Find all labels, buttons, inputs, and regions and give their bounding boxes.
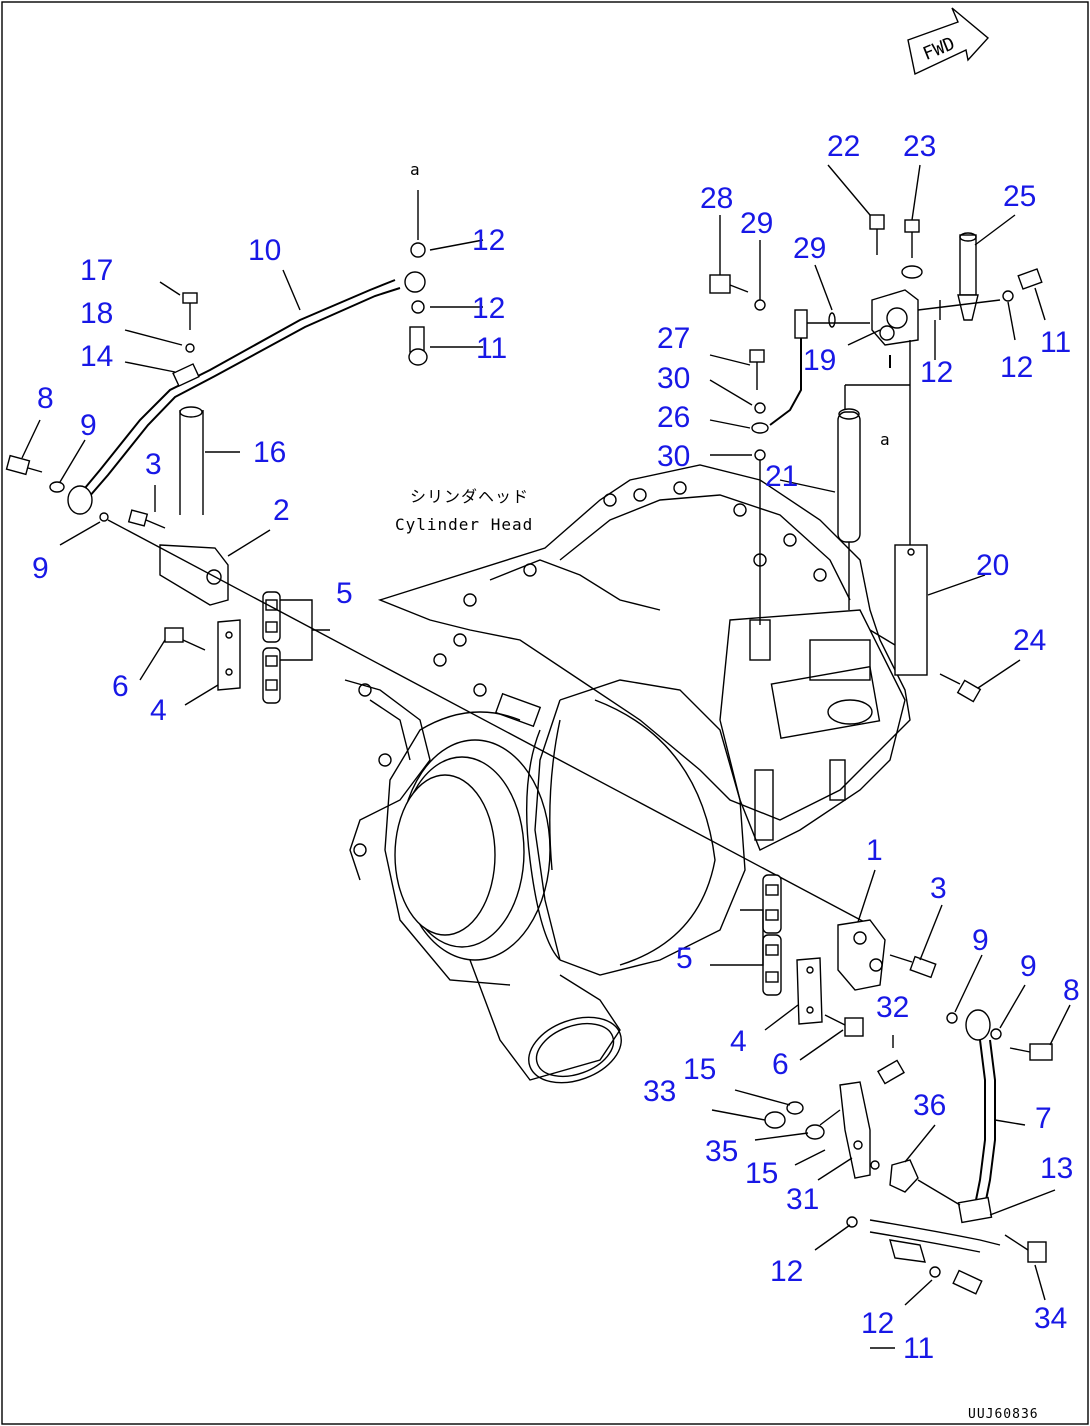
callout-9d: 9 — [1020, 950, 1037, 983]
callout-17: 17 — [80, 254, 113, 287]
callout-10: 10 — [248, 234, 281, 267]
callout-33: 33 — [643, 1075, 676, 1108]
callout-25: 25 — [1003, 180, 1036, 213]
callout-36: 36 — [913, 1089, 946, 1122]
oil-inlet-tube-assembly — [5, 190, 871, 926]
callout-30b: 30 — [657, 440, 690, 473]
cylinder-head-label-jp: シリンダヘッド — [410, 487, 529, 506]
callout-6: 6 — [112, 670, 129, 703]
callout-2: 2 — [273, 494, 290, 527]
callout-3b: 3 — [930, 872, 947, 905]
fwd-arrow-icon: FWD — [907, 7, 990, 76]
callout-15b: 15 — [745, 1157, 778, 1190]
callout-34: 34 — [1034, 1302, 1067, 1335]
callout-11a: 11 — [476, 332, 507, 365]
callout-30a: 30 — [657, 362, 690, 395]
leader-lines — [21, 164, 1071, 1349]
callout-28: 28 — [700, 182, 733, 215]
callout-19: 19 — [803, 344, 836, 377]
callout-15a: 15 — [683, 1053, 716, 1086]
callout-29b: 29 — [793, 232, 826, 265]
callout-20: 20 — [976, 549, 1009, 582]
callout-27: 27 — [657, 322, 690, 355]
callout-5: 5 — [336, 577, 353, 610]
callout-12b: 12 — [472, 292, 505, 325]
callout-3: 3 — [145, 448, 162, 481]
drawing-code: UUJ60836 — [968, 1407, 1039, 1422]
callout-23: 23 — [903, 130, 936, 163]
callout-12c: 12 — [920, 356, 953, 389]
turbocharger — [384, 679, 746, 1084]
cylinder-head-label-en: Cylinder Head — [395, 515, 533, 534]
callout-11c: 11 — [903, 1332, 934, 1365]
callout-7: 7 — [1035, 1102, 1052, 1135]
callout-5b: 5 — [676, 942, 693, 975]
callout-31: 31 — [786, 1183, 819, 1216]
callout-21: 21 — [765, 460, 798, 493]
callout-numbers: 10 17 18 14 8 9 3 16 2 9 5 6 4 12 12 11 … — [32, 130, 1080, 1365]
callout-32: 32 — [876, 991, 909, 1024]
callout-14: 14 — [80, 340, 113, 373]
callout-8: 8 — [37, 382, 54, 415]
callout-29a: 29 — [740, 207, 773, 240]
callout-9: 9 — [80, 409, 97, 442]
callout-4: 4 — [150, 694, 167, 727]
callout-4b: 4 — [730, 1025, 747, 1058]
ref-mark-a-top: a — [410, 160, 421, 179]
oil-return-assembly — [709, 214, 1043, 703]
callout-35: 35 — [705, 1135, 738, 1168]
callout-1: 1 — [866, 834, 883, 867]
callout-22: 22 — [827, 130, 860, 163]
callout-9b: 9 — [32, 552, 49, 585]
callout-6b: 6 — [772, 1048, 789, 1081]
oil-drain-assembly — [762, 874, 1053, 1295]
callout-12f: 12 — [861, 1307, 894, 1340]
callout-12e: 12 — [770, 1255, 803, 1288]
ref-mark-a-right: a — [880, 430, 891, 449]
callout-8b: 8 — [1063, 974, 1080, 1007]
callout-9c: 9 — [972, 924, 989, 957]
callout-11b: 11 — [1040, 326, 1071, 359]
callout-26: 26 — [657, 401, 690, 434]
callout-24: 24 — [1013, 624, 1046, 657]
callout-12d: 12 — [1000, 351, 1033, 384]
callout-13: 13 — [1040, 1152, 1073, 1185]
callout-12a: 12 — [472, 224, 505, 257]
callout-16: 16 — [253, 436, 286, 469]
callout-18: 18 — [80, 297, 113, 330]
